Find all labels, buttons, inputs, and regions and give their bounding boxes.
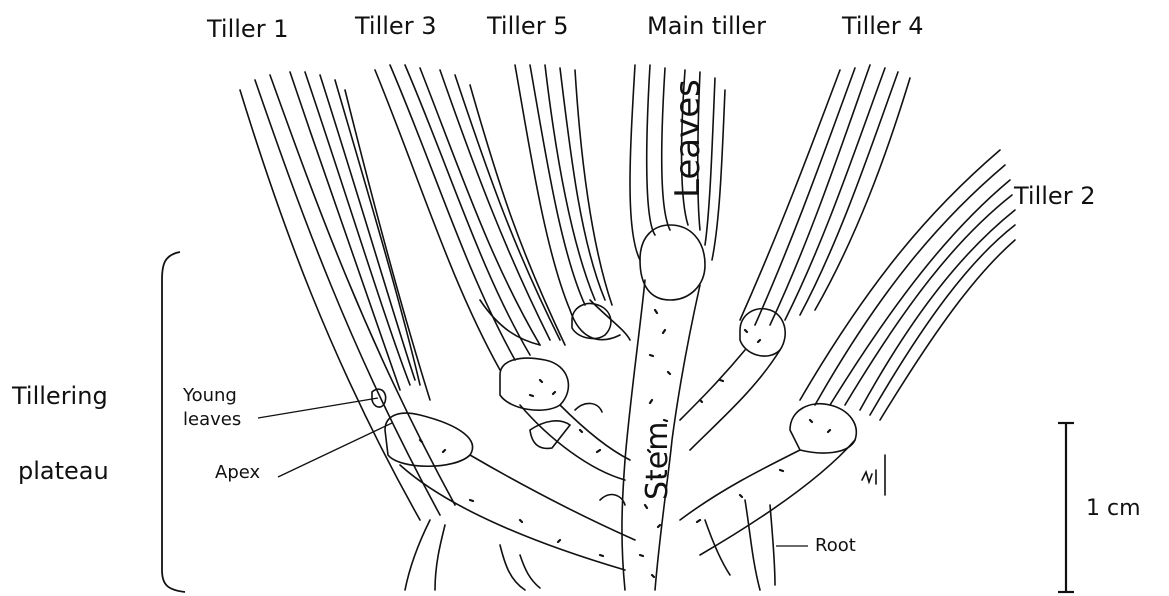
plateau-bracket: [162, 252, 185, 592]
label-main-tiller: Main tiller: [647, 12, 766, 40]
tiller5-apex: [572, 303, 611, 338]
tiller3-leaves: [375, 65, 565, 370]
label-young-line-2: leaves: [183, 409, 241, 431]
label-tillering: Tillering: [12, 382, 108, 410]
label-tiller-3: Tiller 3: [355, 12, 436, 40]
tiller4-leaves: [680, 65, 910, 450]
tiller5-leaves: [515, 65, 630, 340]
apex-pointer: [278, 423, 392, 477]
tiller1-base: [372, 389, 635, 570]
label-plateau: plateau: [18, 457, 109, 485]
young-leaves-pointer: [258, 398, 378, 418]
label-tiller-4: Tiller 4: [842, 12, 923, 40]
label-tiller-1: Tiller 1: [207, 15, 288, 43]
label-tiller-2: Tiller 2: [1014, 182, 1095, 210]
label-apex: Apex: [215, 462, 260, 484]
label-tiller-5: Tiller 5: [487, 12, 568, 40]
scale-bar: [1058, 423, 1074, 592]
signature-mark: [862, 455, 885, 495]
tiller3-stem: [500, 358, 630, 480]
label-young-line-1: Young: [183, 385, 237, 407]
label-root: Root: [815, 535, 856, 557]
tiller1-leaves: [240, 72, 455, 520]
label-leaves: Leaves: [668, 79, 708, 198]
label-stem: Stem: [640, 422, 675, 501]
stem-stipple: [420, 310, 830, 577]
label-scale: 1 cm: [1086, 496, 1141, 521]
